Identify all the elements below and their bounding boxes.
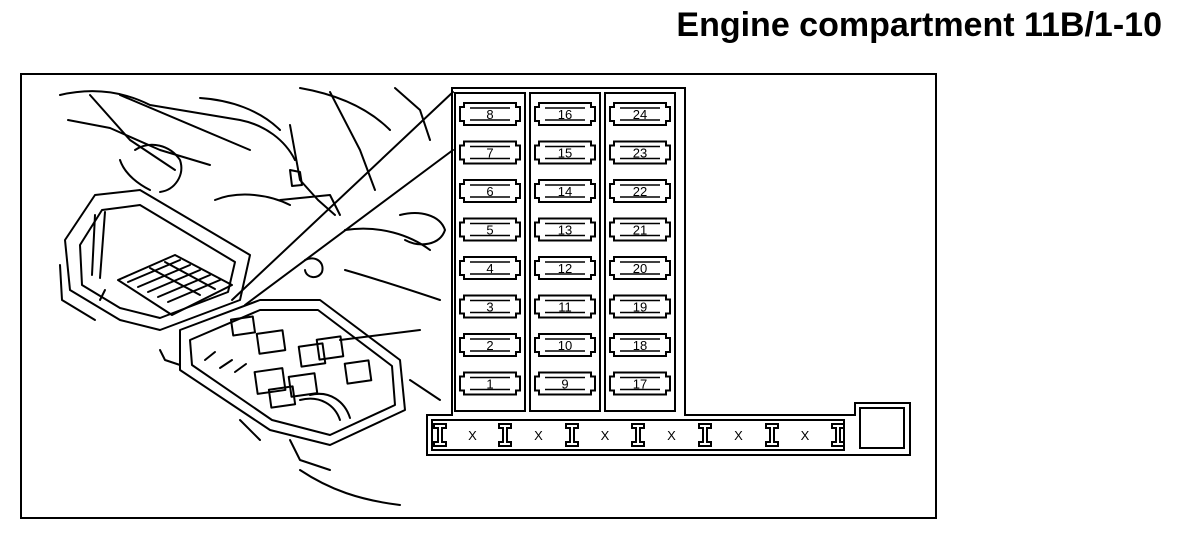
fuse-panel-outline bbox=[426, 87, 911, 456]
fuse-label: 22 bbox=[633, 184, 647, 199]
fuse-label: 21 bbox=[633, 223, 647, 238]
diagram-title: Engine compartment 11B/1-10 bbox=[676, 6, 1162, 44]
fuse-label: 14 bbox=[558, 184, 572, 199]
fuse-label: 17 bbox=[633, 377, 647, 392]
fuse-label: 23 bbox=[633, 146, 647, 161]
fuse-slot-7: 7 bbox=[459, 140, 521, 165]
fuse-label: 6 bbox=[486, 184, 493, 199]
fuse-label: 1 bbox=[486, 377, 493, 392]
fuse-label: 4 bbox=[486, 261, 493, 276]
connector-pin bbox=[498, 423, 512, 447]
connector-pin bbox=[765, 423, 779, 447]
fuse-slot-23: 23 bbox=[609, 140, 671, 165]
fuse-slot-8: 8 bbox=[459, 102, 521, 126]
fuse-slot-17: 17 bbox=[609, 371, 671, 396]
connector-pin bbox=[631, 423, 645, 447]
fuse-label: 10 bbox=[558, 338, 572, 353]
fuse-slot-24: 24 bbox=[609, 102, 671, 126]
connector-x-label: X bbox=[468, 428, 477, 443]
fuse-column-2-housing bbox=[529, 92, 601, 412]
engine-compartment-illustration bbox=[59, 87, 454, 506]
connector-pin bbox=[831, 423, 845, 447]
fuse-slot-5: 5 bbox=[459, 217, 521, 242]
connector-x-label: X bbox=[734, 428, 743, 443]
connector-x-label: X bbox=[667, 428, 676, 443]
fuse-label: 12 bbox=[558, 261, 572, 276]
fuse-slot-16: 16 bbox=[534, 102, 596, 126]
fuse-label: 16 bbox=[558, 107, 572, 122]
fuse-slot-11: 11 bbox=[534, 294, 596, 319]
connector-pin bbox=[698, 423, 712, 447]
fuse-slot-14: 14 bbox=[534, 179, 596, 203]
fuse-column-3-housing bbox=[604, 92, 676, 412]
relay-square bbox=[859, 407, 905, 449]
fuse-slot-19: 19 bbox=[609, 294, 671, 319]
fuse-label: 11 bbox=[558, 300, 572, 315]
fuse-label: 2 bbox=[486, 338, 493, 353]
fuse-label: 19 bbox=[633, 300, 647, 315]
fuse-label: 3 bbox=[486, 300, 493, 315]
fuse-slot-15: 15 bbox=[534, 140, 596, 165]
fuse-label: 15 bbox=[558, 146, 572, 161]
fuse-label: 9 bbox=[561, 377, 568, 392]
connector-x-label: X bbox=[601, 428, 610, 443]
fuse-label: 7 bbox=[486, 146, 493, 161]
fuse-slot-21: 21 bbox=[609, 217, 671, 242]
fuse-slot-2: 2 bbox=[459, 333, 521, 357]
fuse-label: 13 bbox=[558, 223, 572, 238]
fuse-slot-12: 12 bbox=[534, 256, 596, 280]
fuse-slot-9: 9 bbox=[534, 371, 596, 396]
fuse-slot-22: 22 bbox=[609, 179, 671, 203]
fuse-slot-18: 18 bbox=[609, 333, 671, 357]
fuse-slot-3: 3 bbox=[459, 294, 521, 319]
connector-x-label: X bbox=[801, 428, 810, 443]
diagram-frame bbox=[20, 73, 937, 519]
fuse-label: 18 bbox=[633, 338, 647, 353]
connector-pin bbox=[433, 423, 447, 447]
fuse-slot-6: 6 bbox=[459, 179, 521, 203]
fuse-slot-13: 13 bbox=[534, 217, 596, 242]
fuse-slot-1: 1 bbox=[459, 371, 521, 396]
connector-pin bbox=[565, 423, 579, 447]
fuse-label: 24 bbox=[633, 107, 647, 122]
connector-strip bbox=[431, 419, 845, 451]
fuse-column-1-housing bbox=[454, 92, 526, 412]
fuse-slot-20: 20 bbox=[609, 256, 671, 280]
fuse-label: 8 bbox=[486, 107, 493, 122]
fuse-label: 20 bbox=[633, 261, 647, 276]
connector-x-label: X bbox=[534, 428, 543, 443]
fuse-slot-4: 4 bbox=[459, 256, 521, 280]
fuse-label: 5 bbox=[486, 223, 493, 238]
fuse-slot-10: 10 bbox=[534, 333, 596, 357]
